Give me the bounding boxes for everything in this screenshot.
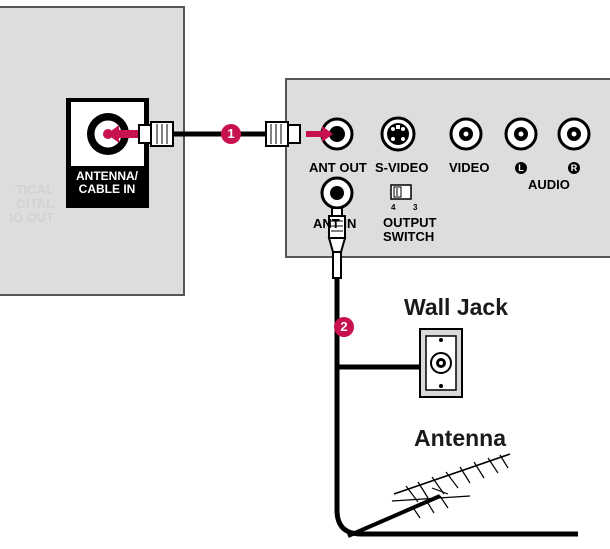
antenna-icon <box>347 453 511 538</box>
ant-out-label: ANT OUT <box>309 160 367 175</box>
optical-cut-label-2: GITAL <box>15 196 54 211</box>
cable-1-plug-left <box>138 121 174 147</box>
audio-left-marker: L <box>515 159 527 175</box>
ant-out-arrowhead <box>322 126 333 142</box>
step-1-badge: 1 <box>221 124 241 144</box>
output-switch-label-line1: OUTPUT <box>383 215 437 230</box>
audio-right-mark: R <box>568 162 580 174</box>
video-label: VIDEO <box>449 160 490 175</box>
cable-1-plug-right <box>265 121 301 147</box>
tv-jack-arrow <box>115 130 139 138</box>
optical-cut-label-1: TICAL <box>15 182 54 197</box>
switch-position-4: 4 <box>391 203 396 212</box>
step-2-badge: 2 <box>334 317 354 337</box>
switch-position-3: 3 <box>413 203 418 212</box>
output-switch-label-line2: SWITCH <box>383 229 435 244</box>
wall-jack-label: Wall Jack <box>404 294 508 320</box>
s-video-label: S-VIDEO <box>375 160 429 175</box>
ant-out-arrow <box>306 131 326 137</box>
tv-jack-arrowhead <box>107 125 119 143</box>
audio-left-mark: L <box>515 162 527 174</box>
cable-2 <box>334 278 578 537</box>
antenna-label: Antenna <box>414 425 506 451</box>
optical-cut-label-3: IO OUT <box>9 210 54 225</box>
ant-out-jack-center <box>329 126 345 142</box>
cable-in-label-line2: CABLE IN <box>78 182 136 196</box>
audio-label: AUDIO <box>528 177 570 192</box>
audio-right-marker: R <box>568 159 580 175</box>
antenna-cable-in-label: ANTENNA/ CABLE IN <box>66 169 148 208</box>
wall-jack <box>419 328 463 398</box>
ant-in-label: ANT IN <box>313 216 357 231</box>
antenna-label-line1: ANTENNA/ <box>76 169 138 183</box>
